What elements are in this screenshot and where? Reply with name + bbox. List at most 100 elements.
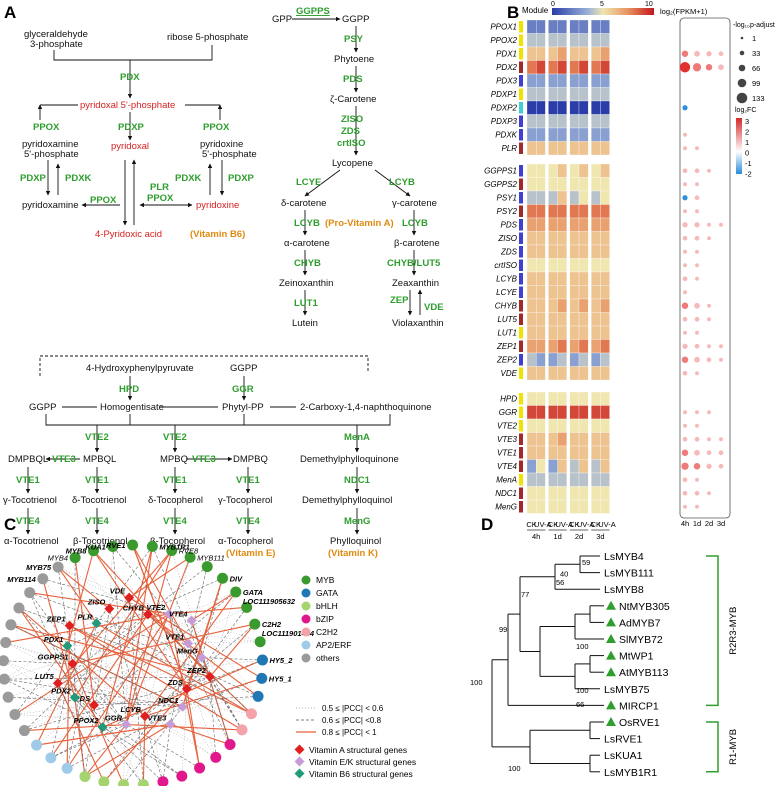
module-marker-VTE3 bbox=[519, 433, 523, 445]
network-edge-19-0 bbox=[74, 697, 144, 785]
heat-cell-LUT1-0 bbox=[526, 325, 537, 340]
heat-cell-PDX2-4 bbox=[569, 60, 580, 75]
species-marker-MtWP1 bbox=[606, 650, 616, 660]
metabolite-pmp-2: 5'-phosphate bbox=[24, 149, 79, 160]
heat-cell-LCYE-4 bbox=[569, 285, 580, 300]
fc-dot-ZEP1-2 bbox=[707, 344, 711, 349]
vitamin-b6-pathway: glyceraldehyde 3-phosphate ribose 5-phos… bbox=[20, 29, 257, 240]
heat-cell-PDXK-5 bbox=[578, 127, 589, 142]
network-edge-34-2 bbox=[29, 592, 170, 615]
heat-cell-HPD-1 bbox=[536, 391, 546, 406]
heat-cell-NDC1-6 bbox=[591, 486, 601, 501]
heat-cell-PDXP1-7 bbox=[600, 87, 610, 102]
metabolite-delta-carotene: δ-carotene bbox=[281, 198, 326, 209]
heat-cell-PDX1-1 bbox=[536, 46, 546, 61]
heat-cell-PDX2-6 bbox=[591, 60, 601, 75]
time-label-1: 1d bbox=[553, 532, 561, 541]
heat-cell-PDXP2-2 bbox=[548, 100, 558, 115]
structural-gene-node-PDX1 bbox=[62, 640, 73, 651]
network-edge-12-1 bbox=[96, 622, 252, 715]
heat-cell-PDX2-2 bbox=[548, 60, 558, 75]
heat-cell-LUT1-5 bbox=[578, 325, 589, 340]
bootstrap-2: 56 bbox=[556, 578, 564, 587]
leaf-label-OsRVE1: OsRVE1 bbox=[619, 717, 660, 729]
metabolite-lutein: Lutein bbox=[292, 318, 318, 329]
network-edge-11-2 bbox=[191, 620, 259, 697]
scale-tick-10: 10 bbox=[645, 1, 653, 8]
heatmap-color-scale bbox=[552, 8, 654, 15]
metabolite-pyridoxine: pyridoxine bbox=[196, 200, 239, 211]
enzyme-meng: MenG bbox=[344, 516, 370, 527]
tf-node-36 bbox=[52, 561, 64, 573]
network-edge-20-2 bbox=[123, 706, 183, 785]
fc-dot-GGR-1 bbox=[695, 410, 699, 415]
metabolite-delta-tocotrienol: δ-Tocotrienol bbox=[72, 495, 126, 506]
heat-cell-PDXP3-4 bbox=[569, 114, 580, 129]
module-marker-PDS bbox=[519, 219, 523, 231]
fc-dot-ZEP1-1 bbox=[694, 343, 700, 349]
group-bracket-r2r3 bbox=[706, 555, 719, 707]
heat-cell-MenG-5 bbox=[578, 499, 589, 514]
gene-label-HPD: HPD bbox=[500, 395, 517, 404]
network-edge-26-3 bbox=[24, 723, 127, 732]
tf-label-HY5_2: HY5_2 bbox=[269, 656, 293, 665]
dot-time-label-1d: 1d bbox=[693, 519, 701, 528]
module-marker-GGPPS2 bbox=[519, 178, 523, 190]
metabolite-ggpp-left: GGPP bbox=[29, 402, 56, 413]
network-edge-11-0 bbox=[144, 696, 259, 717]
network-edge-19-2 bbox=[128, 597, 144, 785]
fc-dot-ZDS-0 bbox=[683, 249, 687, 254]
heat-cell-PSY2-7 bbox=[600, 204, 610, 219]
fc-dot-GGPPS2-0 bbox=[683, 182, 687, 187]
fc-dot-LCYB-1 bbox=[695, 276, 699, 281]
tf-node-8 bbox=[254, 636, 266, 648]
structural-gene-label-NDC1: NDC1 bbox=[158, 696, 178, 705]
fc-dot-PDXP2-0 bbox=[682, 105, 688, 111]
metabolite-demethylphylloquinol: Demethylphylloquinol bbox=[302, 495, 392, 506]
fc-dot-CHYB-2 bbox=[707, 303, 711, 308]
network-edge-3-2 bbox=[187, 566, 208, 644]
network-edge-24-1 bbox=[50, 724, 127, 759]
heat-cell-ZDS-0 bbox=[526, 244, 537, 259]
network-edge-33-3 bbox=[18, 607, 127, 725]
heat-cell-LUT1-6 bbox=[591, 325, 601, 340]
heat-cell-PDS-7 bbox=[600, 217, 610, 232]
vitamin-e-label: (Vitamin E) bbox=[226, 548, 275, 559]
network-edge-4-2 bbox=[67, 577, 223, 647]
network-edge-0-2 bbox=[125, 546, 153, 725]
col-label-uva-3: UV-A bbox=[598, 520, 616, 529]
legend-label-bHLH: bHLH bbox=[316, 601, 338, 611]
heat-cell-GGR-1 bbox=[536, 405, 546, 420]
tf-node-33 bbox=[13, 602, 25, 614]
bootstrap-1: 40 bbox=[560, 570, 568, 579]
fc-dot-VTE1-3 bbox=[718, 450, 724, 456]
gene-label-PSY2: PSY2 bbox=[497, 207, 518, 216]
metabolite-violaxanthin: Violaxanthin bbox=[392, 318, 444, 329]
heat-cell-GGPPS2-2 bbox=[548, 177, 558, 192]
tf-node-32 bbox=[5, 619, 17, 631]
gene-label-LCYE: LCYE bbox=[496, 288, 518, 297]
tf-label-DIV: DIV bbox=[230, 574, 244, 583]
network-edge-2-2 bbox=[128, 556, 191, 599]
heat-cell-PSY2-4 bbox=[569, 204, 580, 219]
panel-label-a: A bbox=[4, 3, 16, 22]
module-label: Module bbox=[522, 6, 549, 15]
structural-gene-node-PLR bbox=[91, 618, 102, 629]
structural-gene-node-NDC1 bbox=[177, 701, 188, 712]
metabolite-delta-tocopherol: δ-Tocopherol bbox=[148, 495, 203, 506]
heat-cell-PDX3-2 bbox=[548, 73, 558, 88]
col-label-ck-3: CK bbox=[591, 520, 601, 529]
fc-dot-VTE1-0 bbox=[681, 449, 689, 456]
heat-cell-PSY2-1 bbox=[536, 204, 546, 219]
legend-dot-AP2/ERF bbox=[301, 640, 311, 650]
legend-dot-bHLH bbox=[301, 601, 311, 611]
heat-cell-ZEP1-4 bbox=[569, 339, 580, 354]
network-edge-18-2 bbox=[162, 724, 171, 782]
heat-cell-VTE2-2 bbox=[548, 418, 558, 433]
tf-node-19 bbox=[137, 779, 149, 786]
heat-cell-ZEP2-5 bbox=[578, 352, 589, 367]
fc-dot-MenG-0 bbox=[683, 504, 687, 509]
heat-cell-PDS-0 bbox=[526, 217, 537, 232]
